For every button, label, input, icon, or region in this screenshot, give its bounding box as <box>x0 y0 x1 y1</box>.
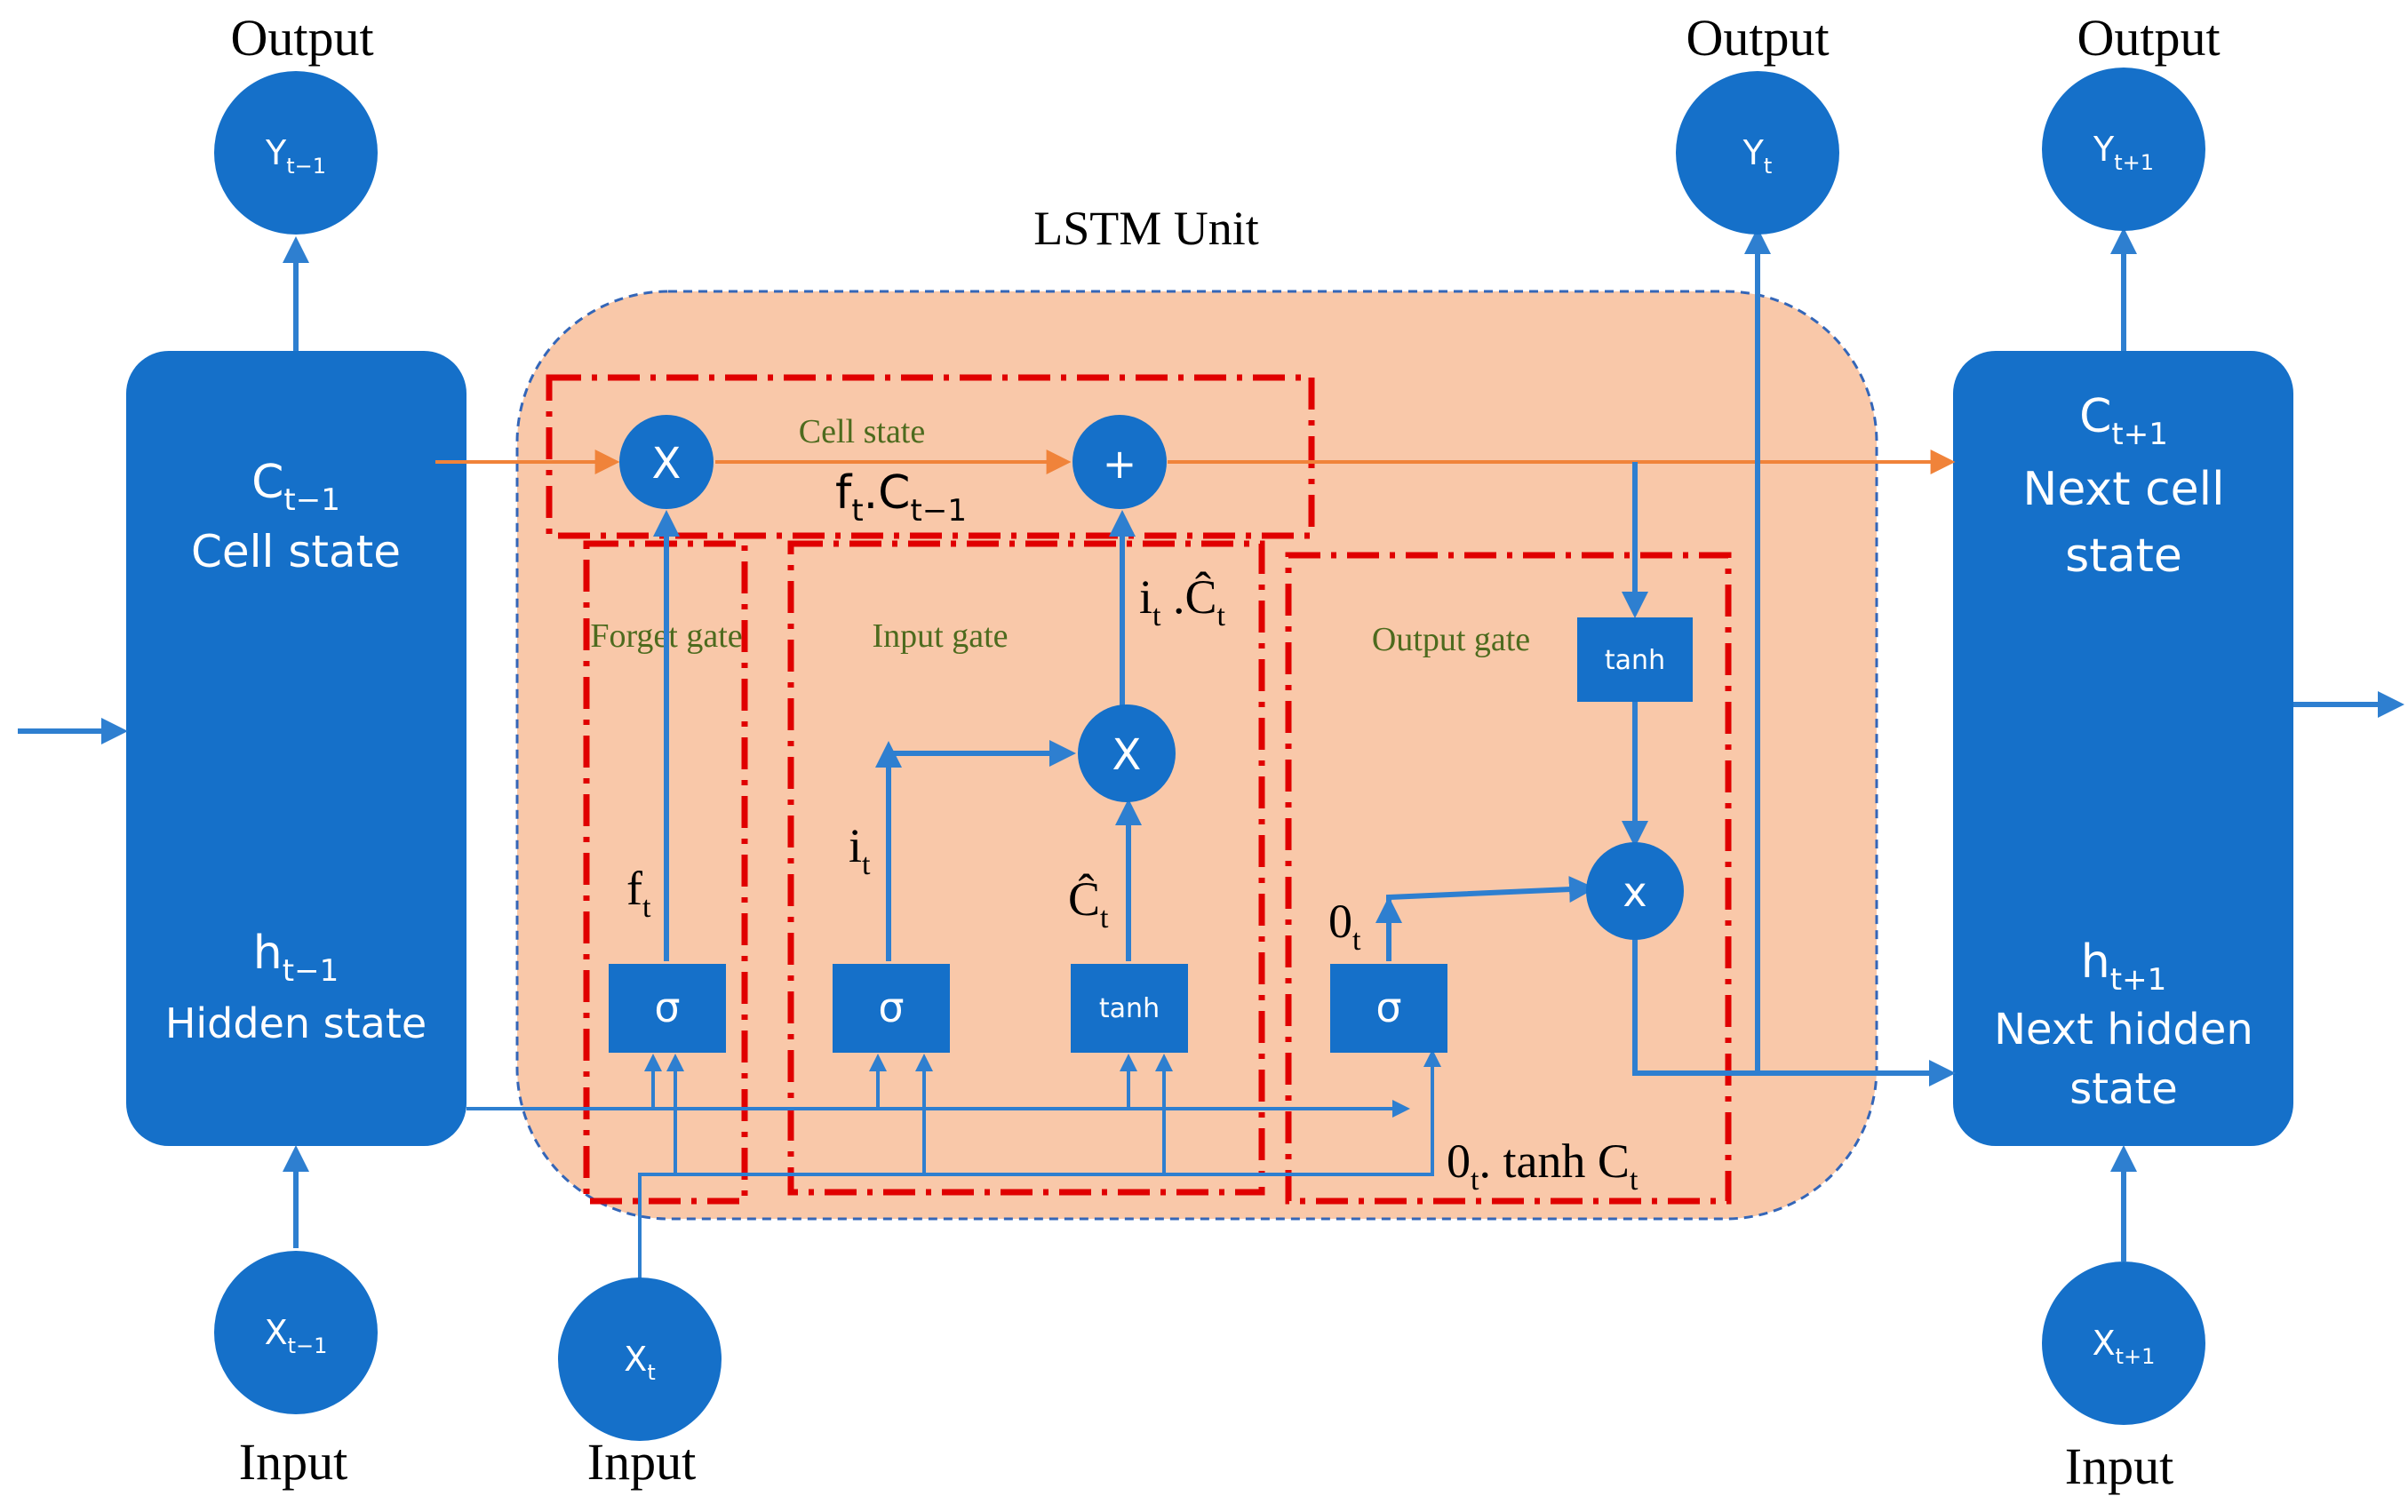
lstm-unit-title: LSTM Unit <box>1033 202 1259 255</box>
right-output-node-label: Yt+1 <box>2093 130 2154 175</box>
it-label: it <box>849 819 871 881</box>
left-input-label: Input <box>239 1433 347 1491</box>
right-input-label: Input <box>2065 1437 2173 1495</box>
right-cell-variable: Ct+1 <box>2079 390 2168 452</box>
output-gate-label: Output gate <box>1372 621 1530 658</box>
right-hidden-variable: ht+1 <box>2081 935 2166 998</box>
output-gate-box <box>1285 552 1732 1205</box>
right-cell-name-line2: state <box>2065 529 2182 583</box>
ft-label: ft <box>626 862 651 924</box>
middle-output-node-label: Yt <box>1742 133 1773 179</box>
middle-input-node-label: Xt <box>624 1340 655 1385</box>
right-hidden-name-line2: state <box>2069 1064 2178 1114</box>
output-tanh-box <box>1577 617 1693 702</box>
left-hidden-variable: ht−1 <box>253 927 339 989</box>
middle-input-node <box>558 1277 722 1441</box>
right-input-node-label: Xt+1 <box>2093 1324 2156 1369</box>
forget-sigma-symbol: σ <box>654 983 680 1031</box>
input-mult-symbol: X <box>1112 730 1142 780</box>
input-mult-node <box>1078 704 1176 802</box>
right-cell-name-line1: Next cell <box>2022 463 2224 516</box>
ot-tanh-ct-label: 0t. tanh Ct <box>1447 1134 1639 1197</box>
right-output-label: Output <box>2077 9 2220 67</box>
ft-ct-label: ft.Ct−1 <box>835 466 967 529</box>
next-cell-block <box>1953 351 2293 1146</box>
candidate-tanh-label: tanh <box>1099 993 1160 1024</box>
cell-state-gate-label: Cell state <box>799 413 925 450</box>
right-output-node <box>2042 68 2205 231</box>
right-input-node <box>2042 1261 2205 1425</box>
cell-add-symbol: + <box>1103 440 1137 488</box>
input-sigma-symbol: σ <box>878 983 904 1031</box>
left-input-node <box>214 1251 378 1414</box>
xt-input-line <box>638 1049 1441 1286</box>
left-hidden-name: Hidden state <box>165 999 427 1047</box>
output-sigma-symbol: σ <box>1375 983 1401 1031</box>
left-output-label: Output <box>230 9 373 67</box>
it-chat-label: it .Ĉt <box>1139 570 1226 633</box>
cell-state-gate-box <box>546 374 1315 539</box>
hidden-to-next-cell <box>1632 937 1956 1086</box>
forget-mult-node <box>619 415 714 509</box>
left-cell-variable: Ct−1 <box>251 456 340 518</box>
cell-add-node <box>1072 415 1167 509</box>
input-sigma-box <box>833 964 950 1053</box>
middle-output-node <box>1676 71 1839 235</box>
left-output-node <box>214 71 378 235</box>
ot-label: 0t <box>1328 895 1361 957</box>
output-sigma-box <box>1330 964 1447 1053</box>
left-cell-name: Cell state <box>191 526 401 577</box>
right-hidden-name-line1: Next hidden <box>1994 1005 2253 1054</box>
forget-sigma-box <box>609 964 726 1053</box>
previous-cell-block <box>126 351 466 1146</box>
left-output-node-label: Yt−1 <box>265 133 326 179</box>
output-mult-symbol: x <box>1623 868 1647 916</box>
middle-input-label: Input <box>587 1433 696 1491</box>
output-tanh-label: tanh <box>1605 645 1665 676</box>
input-gate-label: Input gate <box>872 617 1008 655</box>
lstm-unit-box <box>515 290 1878 1221</box>
middle-output-label: Output <box>1686 9 1829 67</box>
candidate-tanh-box <box>1071 964 1188 1053</box>
chat-label: Ĉt <box>1068 872 1109 935</box>
left-input-node-label: Xt−1 <box>265 1313 328 1358</box>
output-mult-node <box>1586 842 1684 940</box>
forget-mult-symbol: X <box>652 439 682 489</box>
input-gate-box <box>787 540 1265 1196</box>
